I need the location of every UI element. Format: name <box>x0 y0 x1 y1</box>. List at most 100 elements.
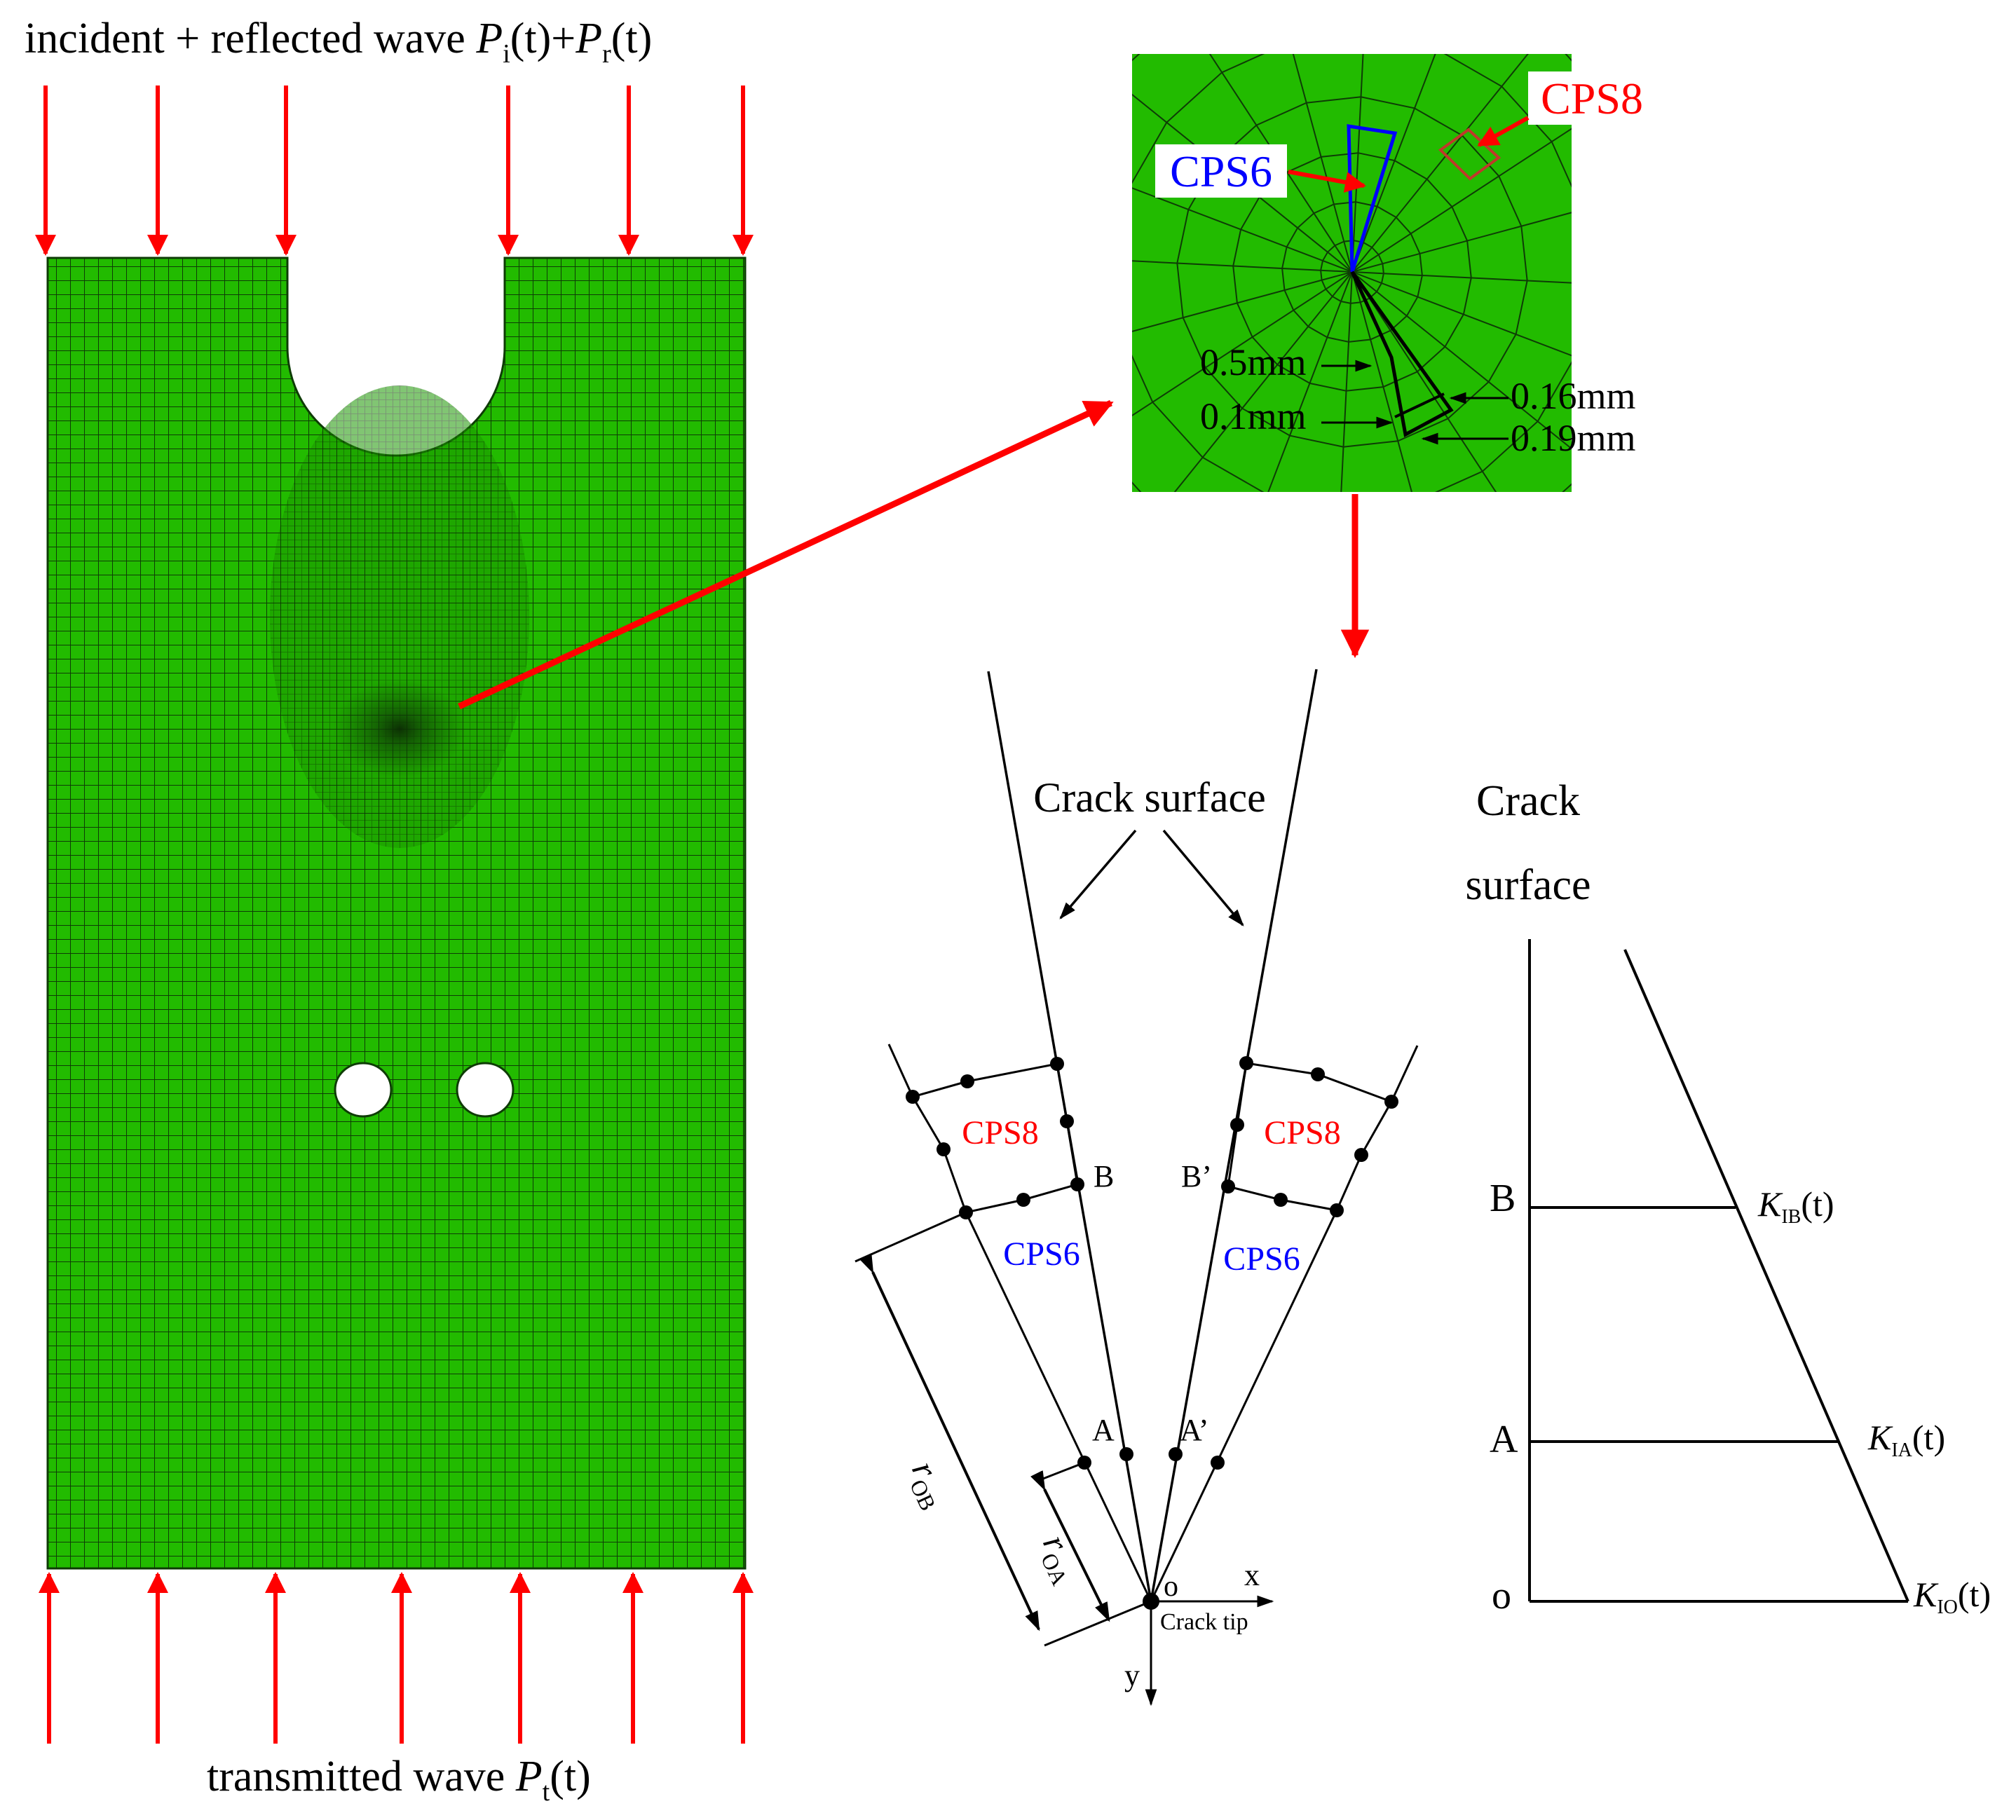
bottom-load-arrows <box>39 1572 754 1744</box>
node <box>1274 1193 1288 1207</box>
zoom-panel: CPS6 CPS8 0.5mm 0.1mm 0.16mm 0.19mm <box>1132 54 1656 659</box>
mesh-spoke <box>1208 54 1353 273</box>
node <box>1016 1193 1030 1207</box>
mesh-refinement-zone <box>270 385 529 848</box>
node <box>1060 1114 1074 1128</box>
bottom-wave-p-sub: t <box>543 1777 550 1807</box>
specimen-panel: incident + reflected wave Pi(t)+Pr(t) <box>25 15 1114 1807</box>
mesh-spoke <box>1132 260 1353 273</box>
mesh-spoke <box>1132 271 1353 332</box>
zoom-dim-01: 0.1mm <box>1200 395 1307 437</box>
zoom-cps6-arrow <box>1288 170 1366 193</box>
node <box>1230 1118 1244 1132</box>
label-B-prime: B’ <box>1181 1159 1212 1193</box>
k-label-kib: KIB(t) <box>1757 1184 1834 1228</box>
mesh-ring <box>1232 152 1472 392</box>
bottom-wave-p: P <box>515 1753 543 1800</box>
node <box>1354 1148 1368 1162</box>
mesh-spoke <box>1351 271 1572 357</box>
r-ob-label: rOB <box>899 1455 959 1514</box>
mesh-spoke <box>1351 271 1572 284</box>
mesh-spoke <box>1132 187 1353 273</box>
crack-tip-label: Crack tip <box>1160 1609 1248 1635</box>
zoom-cps6-box <box>1155 144 1287 198</box>
mesh-spoke <box>1340 271 1353 492</box>
node <box>1384 1095 1398 1109</box>
crack-surface-arrow-right <box>1162 829 1244 926</box>
k-label-o: o <box>1492 1574 1511 1617</box>
crack-tip-dense-mesh <box>333 680 466 778</box>
highlight-black-element <box>1350 271 1454 437</box>
k-sloped-line <box>1623 949 1909 1602</box>
mesh-ring <box>1132 54 1572 492</box>
k-label-kia: KIA(t) <box>1867 1418 1945 1461</box>
r-ob-dim <box>859 1253 1040 1631</box>
r-ob-ext-bottom <box>1044 1600 1152 1647</box>
zoom-cps8-label: CPS8 <box>1541 74 1643 123</box>
r-oa-label: rOA <box>1030 1528 1091 1589</box>
mesh-spoke <box>1351 271 1572 450</box>
zoom-dim-019: 0.19mm <box>1511 417 1636 459</box>
top-wave-prefix: incident + reflected wave <box>25 15 476 62</box>
mesh-spoke <box>1351 54 1436 273</box>
label-B: B <box>1094 1159 1114 1193</box>
top-wave-p2-sub: r <box>602 39 611 69</box>
mesh-ring <box>1281 201 1423 343</box>
top-wave-label: incident + reflected wave Pi(t)+Pr(t) <box>25 15 652 69</box>
r-ob-ext-top <box>854 1211 967 1263</box>
crack-surface-label: Crack surface <box>1033 774 1265 821</box>
k-label-kio: KIO(t) <box>1913 1575 1991 1618</box>
top-wave-p2-arg: (t) <box>611 15 653 62</box>
cps8-right-label: CPS8 <box>1264 1114 1340 1151</box>
zoom-callout-arrow <box>458 399 1114 710</box>
cps8-left-label: CPS8 <box>962 1114 1038 1151</box>
top-wave-p1-sub: i <box>503 39 510 69</box>
highlight-black-divider <box>1394 392 1445 418</box>
label-A: A <box>1092 1413 1115 1447</box>
cps8-left-outer-ext <box>887 1044 914 1097</box>
node <box>1239 1056 1253 1070</box>
node-B <box>1070 1177 1084 1191</box>
crack-surface-right <box>1150 669 1318 1602</box>
mesh-spoke <box>1132 271 1353 417</box>
node <box>1050 1057 1064 1071</box>
top-load-arrows <box>35 85 754 256</box>
bottom-wave-label: transmitted wave Pt(t) <box>207 1753 591 1807</box>
zoom-cps8-arrow <box>1477 116 1530 147</box>
node <box>1211 1456 1225 1470</box>
cps6-left-label: CPS6 <box>1003 1236 1079 1273</box>
crack-detail-annotations: Crack surface CPS8 CPS8 CPS6 CPS6 B B’ A… <box>854 774 1341 1706</box>
r-oa-ext-top <box>1042 1461 1085 1480</box>
node <box>937 1142 951 1156</box>
k-crack-label-line2: surface <box>1466 861 1591 909</box>
crack-nodes <box>906 1056 1398 1610</box>
k-crack-label-line1: Crack <box>1476 777 1580 825</box>
crack-surface-arrow-left <box>1059 829 1137 919</box>
top-wave-p1: P <box>475 15 503 62</box>
zoom-cps6-label: CPS6 <box>1170 146 1272 196</box>
k-diagram-panel: Crack surface B A o KIB(t) KIA(t) KIO(t) <box>1466 777 1991 1618</box>
zoom-cps8-box <box>1528 71 1656 125</box>
mesh-spoke <box>1351 128 1572 273</box>
label-y: y <box>1124 1658 1140 1692</box>
r-oa-dim <box>1030 1470 1110 1622</box>
node <box>1330 1203 1344 1217</box>
bottom-wave-p-arg: (t) <box>550 1753 591 1800</box>
node-A-prime <box>1169 1447 1183 1461</box>
label-o: o <box>1164 1571 1178 1603</box>
mesh-spoke <box>1351 271 1497 492</box>
bottom-wave-prefix: transmitted wave <box>207 1753 516 1800</box>
cps8-right-outer-ext <box>1390 1045 1419 1102</box>
node <box>1119 1447 1133 1461</box>
cps6-right-label: CPS6 <box>1223 1240 1300 1278</box>
zoom-dim-05: 0.5mm <box>1200 341 1307 383</box>
node <box>906 1090 920 1104</box>
highlight-cps8-element <box>1438 128 1501 181</box>
node <box>960 1074 974 1088</box>
mesh-spoke <box>1132 93 1353 273</box>
mesh-spoke <box>1351 271 1412 492</box>
node <box>1311 1067 1325 1081</box>
mesh-spoke <box>1173 271 1353 492</box>
highlight-cps6-element <box>1347 124 1398 273</box>
